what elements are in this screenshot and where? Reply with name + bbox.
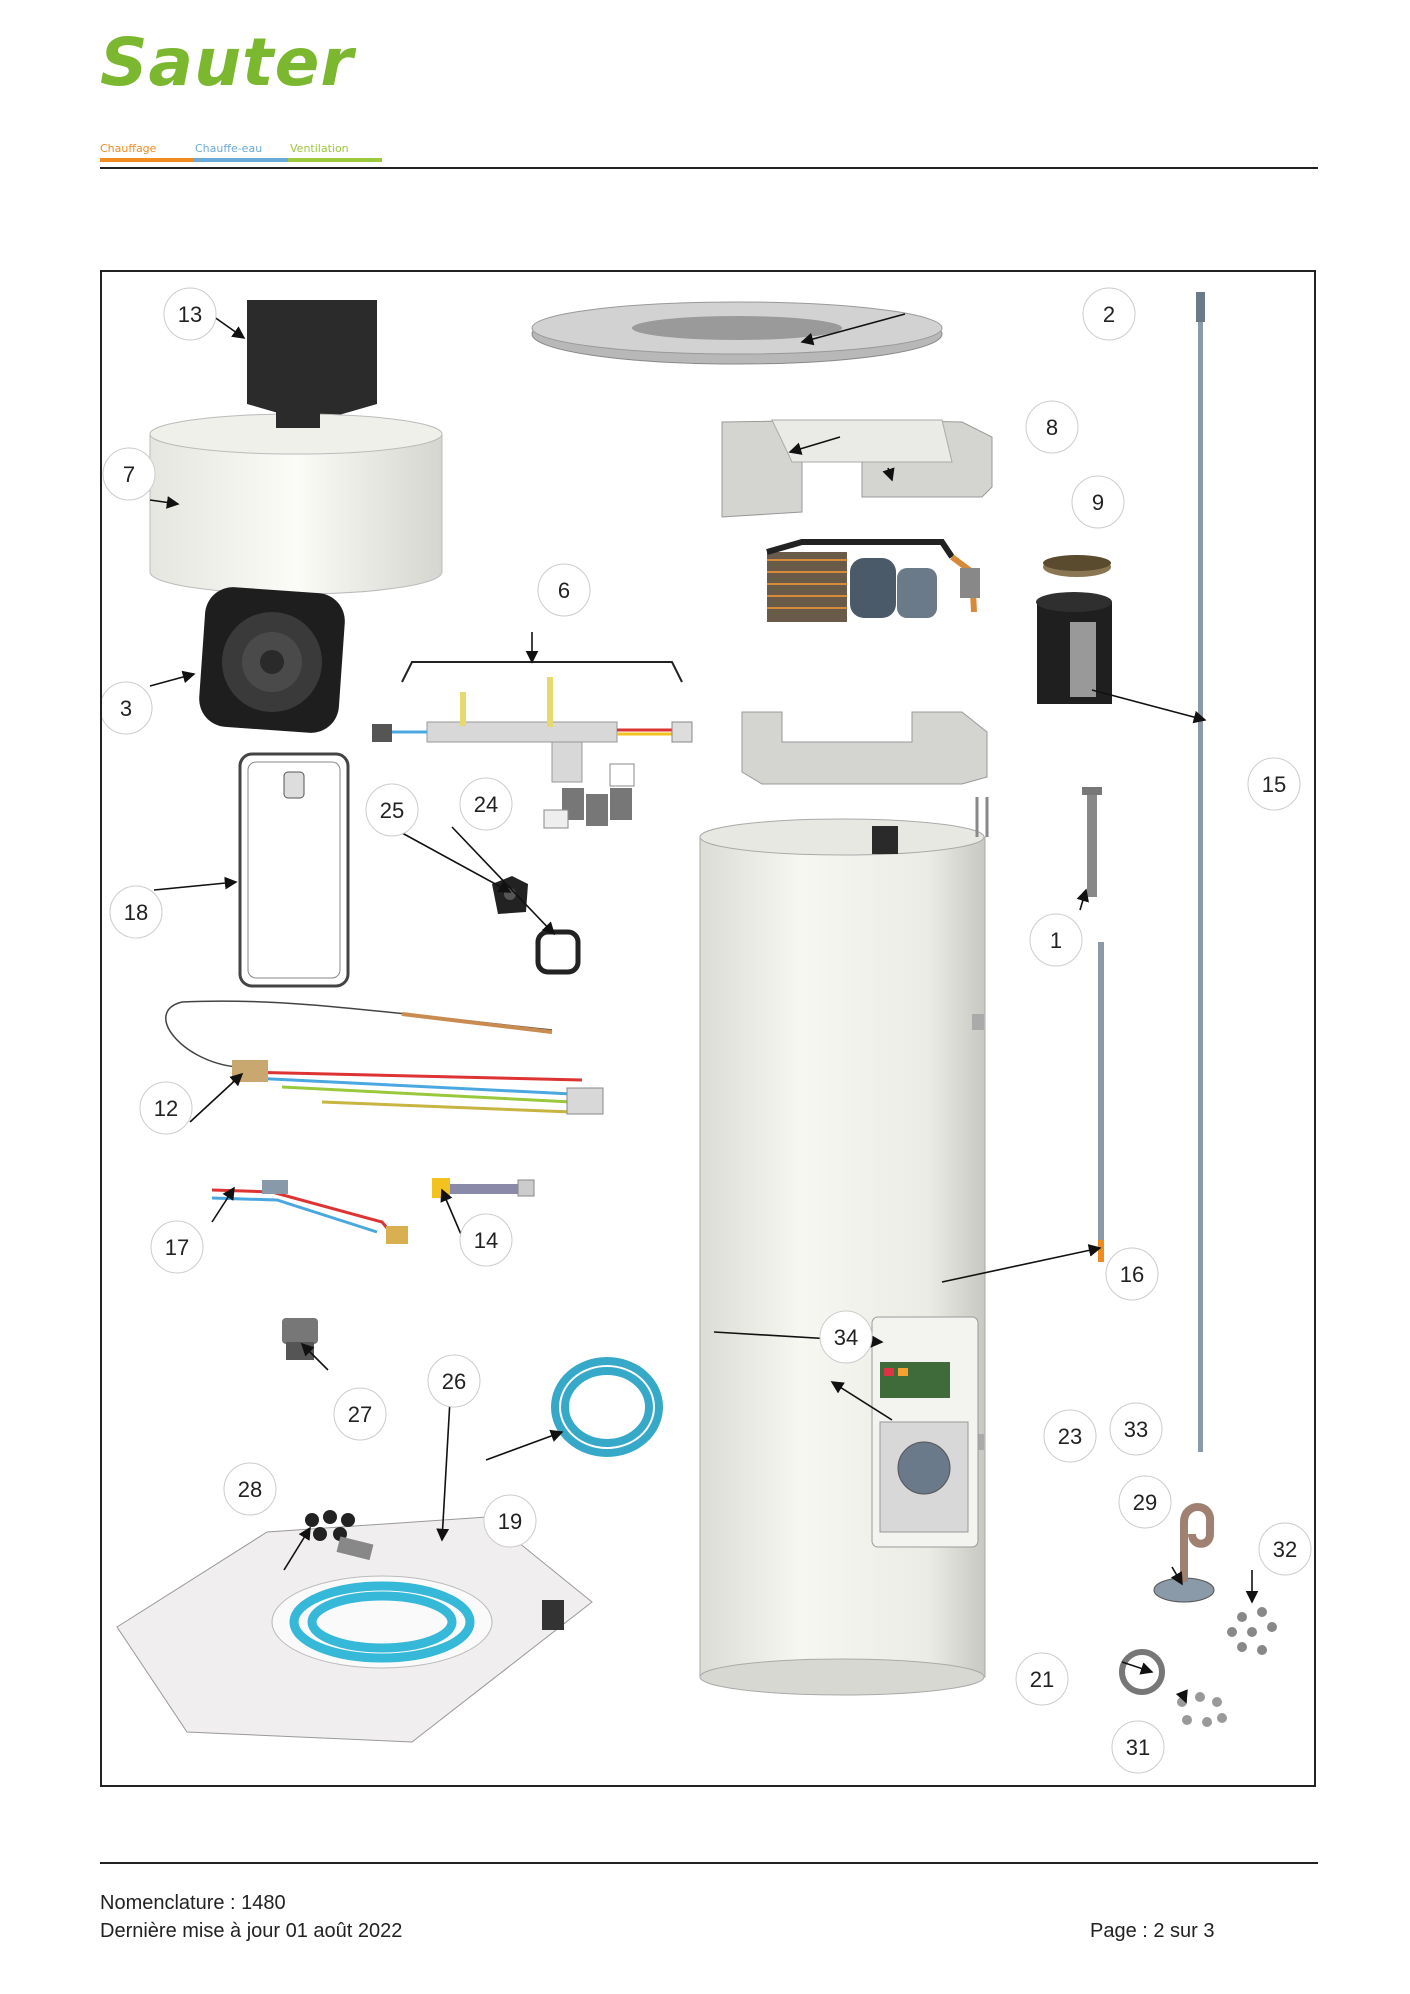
brand-tagline: Chauffage Chauffe-eau Ventilation	[100, 142, 382, 168]
svg-text:15: 15	[1262, 772, 1286, 797]
part-1-bracket	[1082, 787, 1102, 897]
part-32-nuts	[1227, 1607, 1277, 1655]
callout-29: 29	[1118, 1475, 1172, 1529]
svg-text:12: 12	[154, 1096, 178, 1121]
callout-33: 33	[1109, 1402, 1163, 1456]
part-6-wiring-harness	[372, 661, 693, 829]
svg-text:26: 26	[442, 1369, 466, 1394]
diagram-canvas: 13 2 7 8 9 6 3 15 25 24 18 1 12 17 14 16…	[102, 287, 1312, 1774]
svg-text:27: 27	[348, 1402, 372, 1427]
part-12-thermostat-harness	[165, 1000, 604, 1115]
part-29-heating-element	[1153, 1503, 1215, 1603]
callout-12: 12	[139, 1081, 193, 1135]
part-13-duct-adaptor	[247, 300, 377, 417]
callout-15: 15	[1247, 757, 1301, 811]
svg-text:9: 9	[1092, 490, 1104, 515]
tagline-bar-green	[288, 158, 382, 162]
part-21-gasket	[1119, 1649, 1165, 1695]
part-8-upper-housing	[721, 419, 993, 518]
callout-19: 19	[483, 1494, 537, 1548]
callout-27: 27	[333, 1387, 387, 1441]
callout-13: 13	[163, 287, 217, 341]
tagline-ventilation: Ventilation	[290, 142, 349, 155]
svg-text:18: 18	[124, 900, 148, 925]
svg-text:29: 29	[1133, 1490, 1157, 1515]
part-9-lid	[1043, 555, 1111, 577]
callout-21: 21	[1015, 1652, 1069, 1706]
part-26-clip	[336, 1536, 374, 1561]
svg-text:24: 24	[474, 792, 498, 817]
callout-28: 28	[223, 1462, 277, 1516]
svg-text:28: 28	[238, 1477, 262, 1502]
svg-text:13: 13	[178, 302, 202, 327]
tagline-bar-orange	[100, 158, 194, 162]
svg-text:25: 25	[380, 798, 404, 823]
part-25-button	[492, 876, 528, 914]
callout-bubbles: 13 2 7 8 9 6 3 15 25 24 18 1 12 17 14 16…	[102, 287, 1312, 1774]
callout-17: 17	[150, 1220, 204, 1274]
footer-page-number: Page : 2 sur 3	[1090, 1920, 1215, 1942]
part-16-sensor-rod	[1098, 942, 1104, 1262]
svg-text:7: 7	[123, 462, 135, 487]
part-19-hose	[551, 1357, 663, 1457]
svg-text:31: 31	[1126, 1735, 1150, 1760]
svg-text:19: 19	[498, 1509, 522, 1534]
part-water-tank	[699, 797, 989, 1696]
tagline-bar-blue	[194, 158, 288, 162]
callout-6: 6	[537, 563, 591, 617]
svg-text:16: 16	[1120, 1262, 1144, 1287]
svg-text:34: 34	[834, 1325, 858, 1350]
svg-text:32: 32	[1273, 1537, 1297, 1562]
part-base-plate	[116, 1516, 593, 1743]
tagline-chauffage: Chauffage	[100, 142, 157, 155]
svg-text:23: 23	[1058, 1424, 1082, 1449]
callout-3: 3	[102, 681, 153, 735]
callout-18: 18	[109, 885, 163, 939]
callout-34: 34	[819, 1310, 873, 1364]
svg-text:3: 3	[120, 696, 132, 721]
part-heat-pump-unit	[766, 539, 980, 622]
tagline-chauffe-eau: Chauffe-eau	[195, 142, 263, 155]
footer-last-update: Dernière mise à jour 01 août 2022	[100, 1920, 403, 1942]
svg-text:14: 14	[474, 1228, 498, 1253]
part-34-control-panel	[871, 1316, 979, 1548]
callout-16: 16	[1105, 1247, 1159, 1301]
callout-9: 9	[1071, 475, 1125, 529]
exploded-diagram: 13 2 7 8 9 6 3 15 25 24 18 1 12 17 14 16…	[100, 270, 1316, 1787]
header-rule	[100, 167, 1318, 169]
callout-26: 26	[427, 1354, 481, 1408]
part-2-top-cover	[531, 301, 943, 365]
callout-23: 23	[1043, 1409, 1097, 1463]
part-lower-housing	[741, 711, 988, 785]
part-24-seal-ring	[535, 929, 581, 975]
part-14-cable	[432, 1178, 535, 1198]
footer-nomenclature: Nomenclature : 1480	[100, 1892, 286, 1914]
svg-text:2: 2	[1103, 302, 1115, 327]
callout-32: 32	[1258, 1522, 1312, 1576]
callout-14: 14	[459, 1213, 513, 1267]
callout-7: 7	[102, 447, 156, 501]
callout-2: 2	[1082, 287, 1136, 341]
part-18-front-cover	[238, 752, 350, 988]
part-15-anode-rod	[1196, 292, 1205, 1452]
svg-text:1: 1	[1050, 928, 1062, 953]
part-black-casing	[1036, 592, 1112, 704]
callout-31: 31	[1111, 1720, 1165, 1774]
svg-text:8: 8	[1046, 415, 1058, 440]
footer-rule	[100, 1862, 1318, 1864]
brand-logo-text: Sauter	[100, 24, 354, 101]
leader-lines	[149, 313, 1259, 1704]
brand-logo: Sauter	[100, 30, 354, 96]
svg-text:6: 6	[558, 578, 570, 603]
part-7-upper-shell	[149, 404, 443, 595]
callout-8: 8	[1025, 400, 1079, 454]
callout-25: 25	[365, 783, 419, 837]
callout-24: 24	[459, 777, 513, 831]
svg-text:17: 17	[165, 1235, 189, 1260]
part-17-cable	[211, 1180, 408, 1244]
callout-1: 1	[1029, 913, 1083, 967]
svg-text:33: 33	[1124, 1417, 1148, 1442]
svg-text:21: 21	[1030, 1667, 1054, 1692]
part-3-fan	[199, 587, 345, 733]
